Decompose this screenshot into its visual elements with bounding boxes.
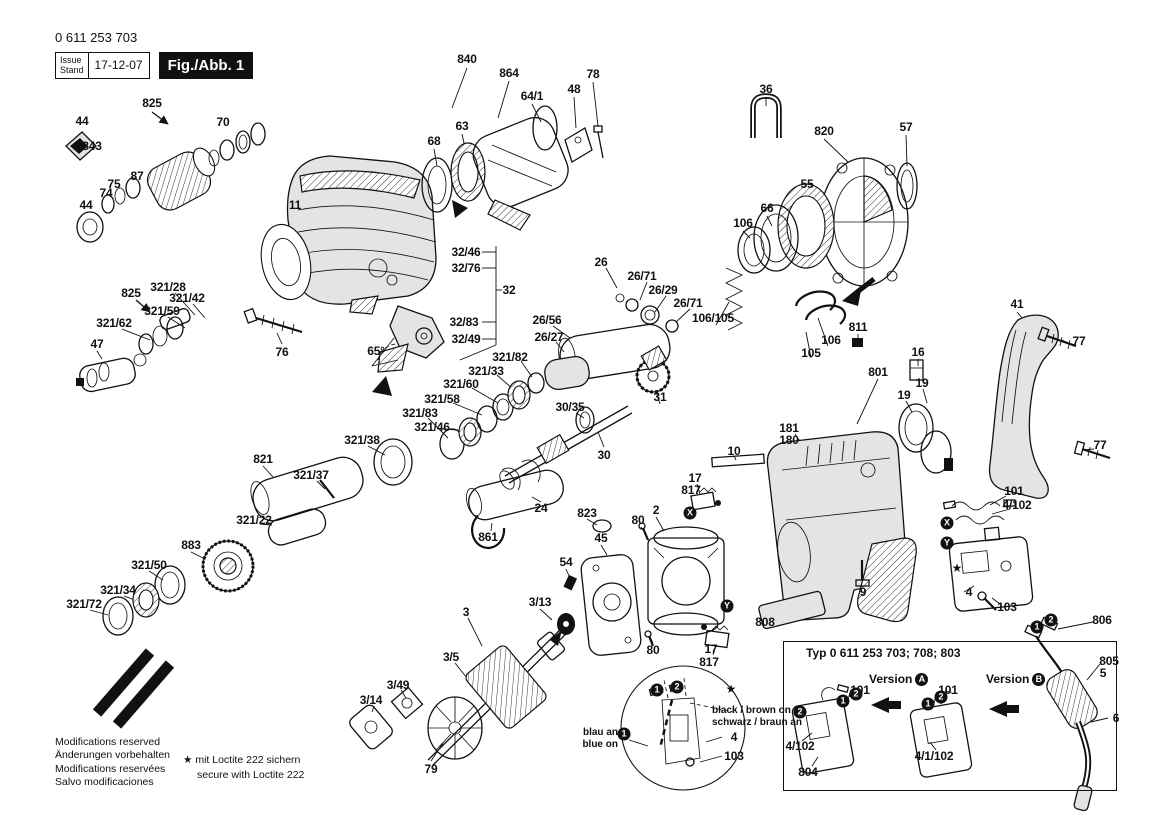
modifications-line: Modifications reserved: [55, 736, 161, 748]
document-number: 0 611 253 703: [55, 30, 138, 45]
modifications-line: Salvo modificaciones: [55, 775, 154, 788]
hammer-tube-drawing: [465, 459, 564, 550]
springs-drawing: [725, 267, 876, 331]
wire-color-note-blue: blau an blue on: [566, 727, 618, 751]
variant-inset-drawings: [791, 683, 1019, 778]
issue-date: 17-12-07: [94, 58, 143, 73]
title-block: 0 611 253 703 Issue Stand 17-12-07 Fig./…: [55, 30, 254, 79]
modifications-line: Änderungen vorbehalten: [55, 749, 171, 762]
ring-chain-drawing: [373, 372, 545, 486]
version-b-mark: B: [1032, 672, 1046, 686]
version-a-label: Version A: [869, 672, 929, 686]
wire-blue-en: blue on: [582, 739, 618, 750]
piston-cylinder-drawing: [421, 105, 604, 231]
wire-color-note-black: black / brown on schwarz / braun an: [712, 705, 802, 729]
version-a-mark: A: [915, 672, 929, 686]
inset-title: Typ 0 611 253 703; 708; 803: [806, 646, 961, 660]
loctite-note: ★ mit Loctite 222 sichern secure with Lo…: [183, 753, 304, 783]
bearing-flange-drawing: [737, 157, 918, 287]
issue-label-en: Issue: [60, 55, 82, 65]
issue-date-box: Issue Stand 17-12-07: [55, 52, 150, 79]
star-icon: ★: [183, 754, 193, 766]
mode-lever-drawing: [371, 305, 445, 396]
armature-drawing: [349, 613, 576, 766]
switch-drawing: [942, 499, 1034, 612]
gear-housing-drawing: [260, 155, 437, 315]
retaining-clip-drawing: [750, 93, 782, 138]
modifications-line: Modifications reservées: [55, 762, 166, 775]
striker-shaft-drawing: [499, 345, 671, 490]
version-a-word: Version: [869, 672, 913, 686]
version-b-label: Version B: [986, 672, 1046, 686]
version-b-word: Version: [986, 672, 1030, 686]
field-stator-drawing: [563, 519, 725, 656]
chuck-assembly-drawing: [65, 111, 266, 313]
loctite-line-de: mit Loctite 222 sichern: [195, 754, 301, 766]
spindle-47-drawing: [76, 307, 303, 393]
motor-housing-drawing: [711, 431, 917, 630]
brush-holders-drawing: [690, 487, 730, 649]
loctite-line-en: secure with Loctite 222: [197, 769, 305, 782]
variant-inset-box: Typ 0 611 253 703; 708; 803 Version A Ve…: [783, 641, 1117, 791]
modifications-note: Modifications reserved Änderungen vorbeh…: [55, 736, 170, 789]
handle-drawing: [988, 314, 1111, 499]
cable-drawing: [1024, 616, 1098, 812]
issue-label: Issue Stand: [56, 53, 89, 78]
issue-label-de: Stand: [60, 65, 84, 76]
wire-black-de: schwarz / braun an: [712, 717, 803, 728]
wire-black-en: black / brown on: [712, 705, 791, 716]
hammer-piston-drawing: [544, 293, 679, 391]
intermediate-shaft-drawing: [92, 456, 364, 729]
figure-label: Fig./Abb. 1: [158, 52, 254, 79]
wire-blue-de: blau an: [582, 727, 618, 738]
clamp-group-drawing: [852, 338, 953, 474]
